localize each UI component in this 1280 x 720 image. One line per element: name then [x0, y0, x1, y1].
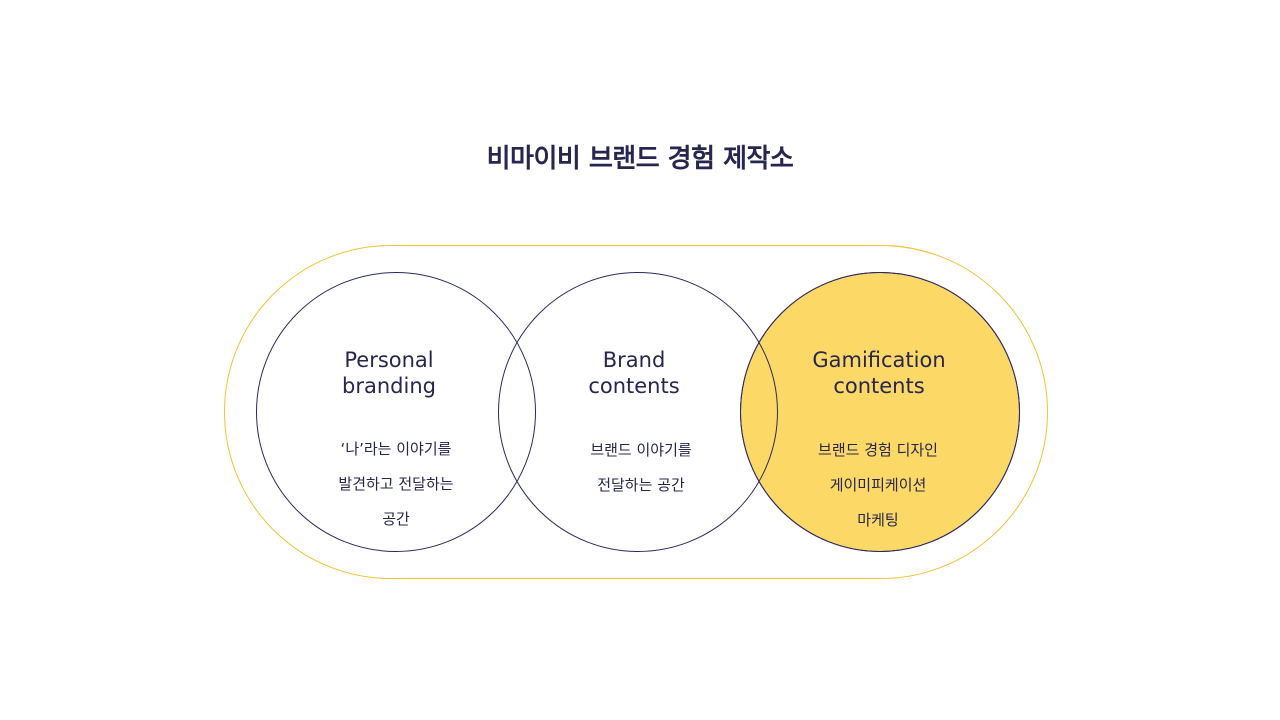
- title-line: Gamification: [812, 348, 946, 372]
- circle-personal-branding-description: ‘나’라는 이야기를 발견하고 전달하는 공간: [276, 432, 516, 537]
- desc-line: 발견하고 전달하는: [338, 475, 454, 493]
- desc-line: 마케팅: [857, 511, 899, 529]
- title-line: Brand: [602, 348, 666, 372]
- title-line: contents: [588, 374, 680, 398]
- desc-line: 공간: [382, 510, 410, 528]
- desc-line: 게이미피케이션: [829, 476, 927, 494]
- circle-personal-branding-title: Personal branding: [269, 347, 509, 399]
- desc-line: 전달하는 공간: [597, 476, 685, 494]
- circle-brand-contents-title: Brand contents: [514, 347, 754, 399]
- desc-line: ‘나’라는 이야기를: [340, 440, 452, 458]
- outer-pill-outline: [224, 245, 1048, 579]
- circle-brand-contents-description: 브랜드 이야기를 전달하는 공간: [521, 433, 761, 503]
- circle-gamification-title: Gamification contents: [759, 347, 999, 399]
- title-line: contents: [833, 374, 925, 398]
- desc-line: 브랜드 이야기를: [590, 441, 692, 459]
- title-line: branding: [342, 374, 436, 398]
- desc-line: 브랜드 경험 디자인: [818, 441, 938, 459]
- circle-brand-contents: [498, 272, 778, 552]
- circle-gamification-description: 브랜드 경험 디자인 게이미피케이션 마케팅: [758, 433, 998, 538]
- page-title: 비마이비 브랜드 경험 제작소: [486, 144, 794, 174]
- title-line: Personal: [344, 348, 434, 372]
